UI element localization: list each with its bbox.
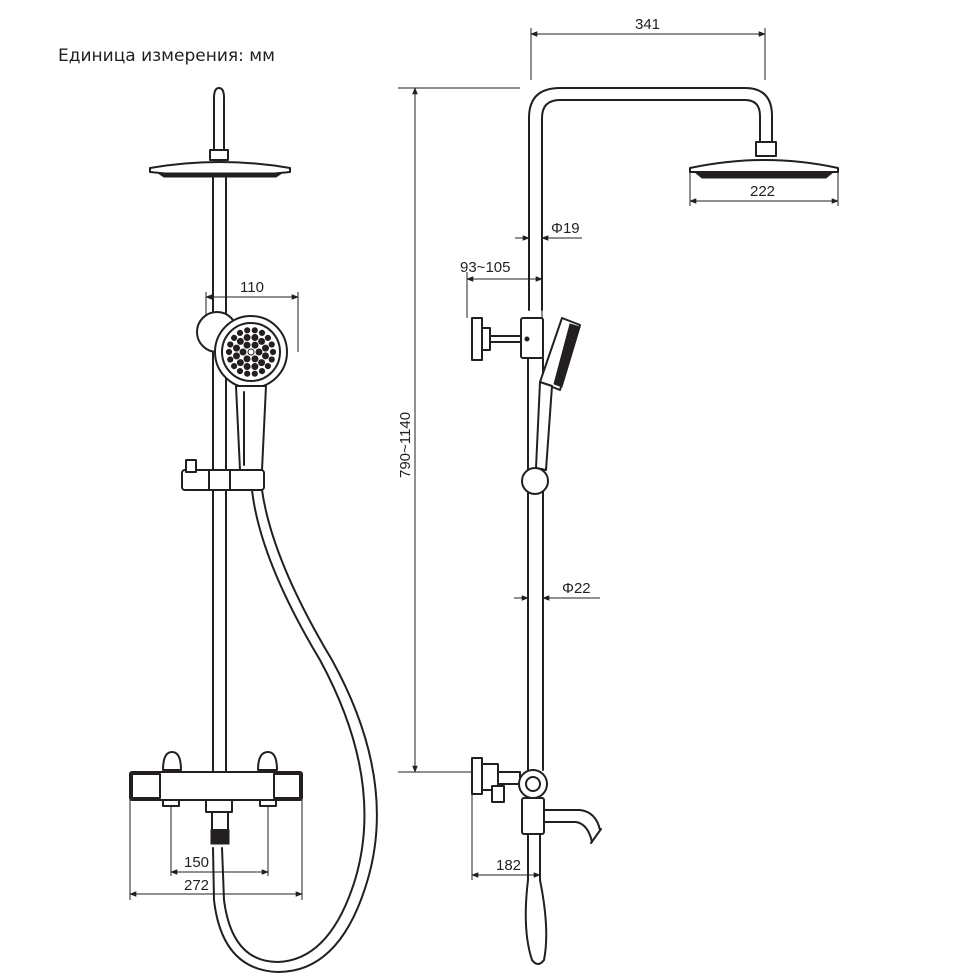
left-handle-knob bbox=[162, 751, 182, 771]
nozzle bbox=[236, 337, 244, 345]
nozzle bbox=[264, 363, 271, 370]
nozzle bbox=[264, 334, 271, 341]
nozzle bbox=[227, 341, 234, 348]
hose-inner bbox=[212, 489, 378, 973]
nozzle bbox=[251, 334, 259, 341]
nozzle bbox=[225, 348, 233, 356]
nozzle bbox=[258, 359, 266, 367]
dim-mixer-width: 272 bbox=[184, 877, 209, 894]
nozzle bbox=[233, 352, 240, 360]
nozzle bbox=[231, 334, 238, 341]
nozzle bbox=[251, 363, 259, 370]
right-handle-knob bbox=[257, 751, 278, 771]
side-view: 341 222 Φ19 93~105 bbox=[397, 16, 839, 965]
nozzle bbox=[258, 337, 266, 345]
head-connector bbox=[209, 149, 229, 161]
hand-shower-side bbox=[535, 317, 581, 471]
overhead-arm-inner bbox=[541, 99, 761, 311]
hand-shower-handle bbox=[235, 385, 267, 471]
nozzle bbox=[258, 368, 266, 375]
nozzle bbox=[231, 363, 238, 370]
dim-adjustable-height: 790~1140 bbox=[397, 412, 414, 478]
overhead-arm-outer bbox=[528, 87, 773, 311]
nozzle bbox=[268, 356, 275, 363]
nozzle bbox=[251, 327, 258, 334]
mixer-front bbox=[129, 751, 303, 845]
nozzle bbox=[243, 341, 251, 349]
hose-outer bbox=[221, 489, 366, 963]
slider-knob-side bbox=[521, 467, 549, 495]
hand-shower-side-handle bbox=[535, 381, 553, 471]
dim-upper-pipe: Φ19 bbox=[551, 220, 580, 237]
dim-lower-pipe: Φ22 bbox=[562, 580, 591, 597]
nozzle bbox=[227, 356, 234, 363]
nozzle bbox=[236, 368, 244, 375]
rain-head-front bbox=[149, 161, 291, 178]
rain-head-side bbox=[689, 141, 839, 179]
hand-shower-front bbox=[214, 315, 288, 471]
nozzle bbox=[258, 329, 266, 336]
side-hose bbox=[524, 879, 548, 965]
nozzle bbox=[255, 348, 263, 356]
nozzle bbox=[269, 348, 277, 356]
nozzle bbox=[236, 359, 244, 367]
mixer-side bbox=[471, 757, 602, 965]
dim-wall-to-spout: 182 bbox=[496, 857, 521, 874]
nozzle bbox=[233, 344, 240, 352]
riser-top-curve bbox=[213, 87, 225, 151]
slide-holder-front bbox=[181, 459, 265, 491]
unit-label: Единица измерения: мм bbox=[58, 46, 275, 66]
dim-handshower-width: 110 bbox=[240, 279, 264, 296]
nozzle bbox=[244, 370, 251, 377]
wall-bracket-upper bbox=[471, 317, 544, 361]
nozzle bbox=[243, 363, 251, 370]
nozzle bbox=[236, 329, 244, 336]
dim-arm-reach: 341 bbox=[635, 16, 660, 33]
dim-bracket-range: 93~105 bbox=[460, 259, 510, 276]
nozzle bbox=[251, 370, 258, 377]
front-view: 110 150 272 bbox=[129, 87, 378, 973]
nozzle bbox=[262, 352, 269, 360]
nozzle bbox=[243, 334, 251, 341]
nozzle bbox=[247, 348, 255, 356]
nozzle bbox=[244, 327, 251, 334]
nozzle bbox=[262, 344, 269, 352]
nozzle bbox=[239, 348, 247, 356]
dim-head-diameter: 222 bbox=[750, 183, 775, 200]
nozzle bbox=[251, 355, 259, 363]
nozzle bbox=[243, 355, 251, 363]
dim-inlet-spacing: 150 bbox=[184, 854, 209, 871]
nozzle bbox=[268, 341, 275, 348]
nozzle bbox=[251, 341, 259, 349]
